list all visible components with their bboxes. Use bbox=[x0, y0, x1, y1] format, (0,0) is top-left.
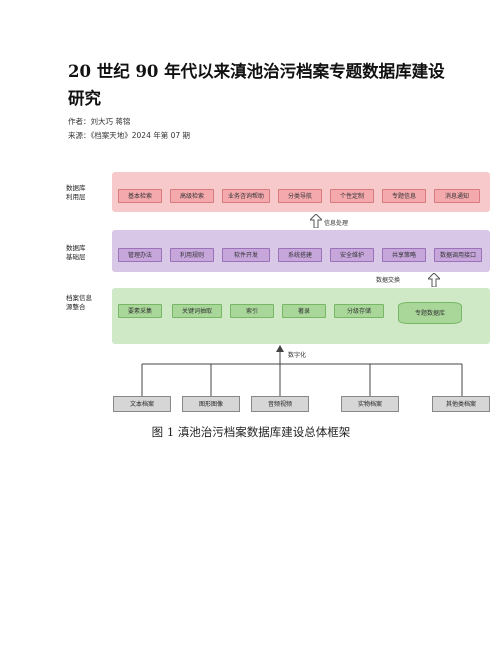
source-physical-archives: 实物档案 bbox=[341, 396, 399, 412]
source-other-archives: 其他类档案 bbox=[432, 396, 490, 412]
base-item-rules: 利用规则 bbox=[170, 248, 214, 262]
base-item-system: 系统搭建 bbox=[278, 248, 322, 262]
author-line: 作者：刘大巧 蒋锦 bbox=[68, 117, 131, 126]
integ-item-collect: 要素采集 bbox=[118, 304, 162, 318]
framework-figure: 数据库 利用层 数据库 基础层 档案信息 源整合 基本检索 高级检索 业务咨询帮… bbox=[66, 168, 490, 418]
integ-item-keywords: 关键词抽取 bbox=[172, 304, 222, 318]
base-layer: 管理办法 利用规则 软件开发 系统搭建 安全维护 共享策略 数据调用接口 bbox=[112, 230, 490, 272]
up-arrow-icon bbox=[428, 273, 440, 287]
app-item-basic-search: 基本检索 bbox=[118, 189, 162, 203]
base-layer-label: 数据库 基础层 bbox=[66, 244, 86, 261]
figure-caption: 图 1 滇池治污档案数据库建设总体框架 bbox=[151, 425, 351, 439]
connector-lines bbox=[141, 345, 463, 396]
base-item-share: 共享策略 bbox=[382, 248, 426, 262]
topic-database: 专题数据库 bbox=[398, 302, 462, 324]
app-layer-label: 数据库 利用层 bbox=[66, 184, 86, 201]
app-item-personalize: 个性定制 bbox=[330, 189, 374, 203]
base-item-mgmt: 管理办法 bbox=[118, 248, 162, 262]
data-exchange-label: 数据交换 bbox=[376, 277, 401, 284]
app-item-topic-info: 专题信息 bbox=[382, 189, 426, 203]
digitize-label: 数字化 bbox=[288, 352, 307, 359]
paper-title: 20 世纪 90 年代以来滇池治污档案专题数据库建设研究 bbox=[68, 62, 445, 108]
up-arrow-icon bbox=[310, 214, 322, 228]
base-item-api: 数据调用接口 bbox=[434, 248, 482, 262]
app-item-consult-help: 业务咨询帮助 bbox=[222, 189, 270, 203]
app-item-category-nav: 分类导航 bbox=[278, 189, 322, 203]
integ-item-index: 索引 bbox=[230, 304, 274, 318]
info-process-label: 信息处理 bbox=[324, 220, 349, 227]
base-item-security: 安全维护 bbox=[330, 248, 374, 262]
app-item-notify: 消息通知 bbox=[434, 189, 480, 203]
base-item-software: 软件开发 bbox=[222, 248, 270, 262]
app-layer: 基本检索 高级检索 业务咨询帮助 分类导航 个性定制 专题信息 消息通知 bbox=[112, 172, 490, 212]
source-line: 来源：《档案天地》2024 年第 07 期 bbox=[68, 131, 191, 140]
app-item-advanced-search: 高级检索 bbox=[170, 189, 214, 203]
integ-layer: 要素采集 关键词抽取 索引 著录 分级存储 专题数据库 bbox=[112, 288, 490, 344]
source-av-archives: 音频视频 bbox=[251, 396, 309, 412]
integ-item-catalog: 著录 bbox=[282, 304, 326, 318]
integ-layer-label: 档案信息 源整合 bbox=[66, 294, 92, 311]
integ-item-storage: 分级存储 bbox=[334, 304, 384, 318]
source-text-archives: 文本档案 bbox=[113, 396, 171, 412]
source-image-archives: 图形图像 bbox=[182, 396, 240, 412]
